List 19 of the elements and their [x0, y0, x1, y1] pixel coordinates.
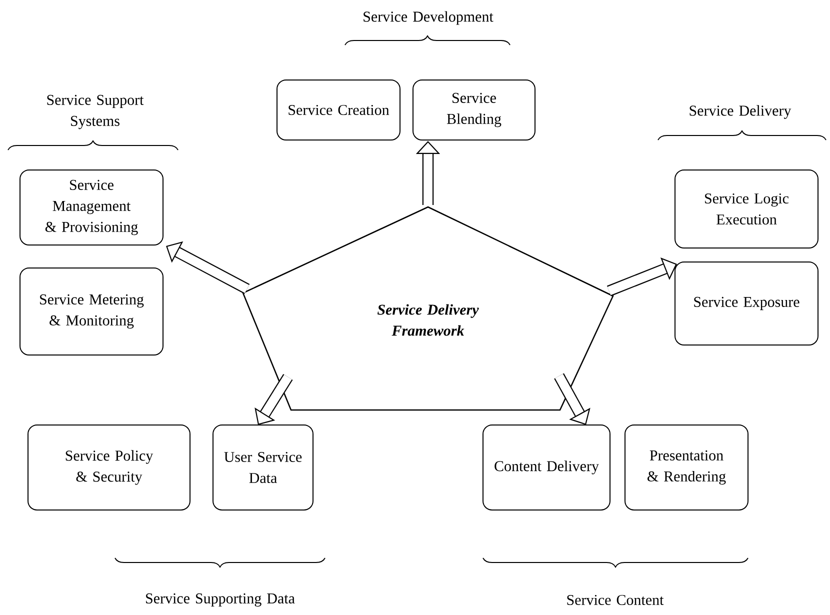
rounded-box: Service Logic Execution [674, 170, 818, 248]
rounded-box: Service Policy & Security [28, 424, 190, 510]
group-heading: Service Support Systems [47, 94, 144, 130]
rounded-box: User Service Data [212, 424, 314, 510]
block-arrow [554, 373, 590, 425]
rounded-box: Service Management & Provisioning [20, 170, 164, 246]
group-heading: Service Supporting Data [146, 593, 295, 607]
rounded-box: Service Exposure [674, 262, 818, 346]
rounded-box: Service Creation [276, 80, 400, 140]
block-arrow [606, 258, 677, 296]
rounded-box: Content Delivery [482, 424, 610, 510]
group-heading: Service Content [567, 594, 664, 606]
block-arrow [254, 374, 293, 425]
rounded-box: Presentation & Rendering [624, 424, 748, 510]
rounded-box: Service Blending [412, 80, 536, 140]
group-heading: Service Delivery [690, 105, 792, 119]
pentagon: Service Delivery Framework [242, 206, 614, 411]
rounded-box: Service Metering & Monitoring [20, 268, 164, 356]
group-heading: Service Development [364, 11, 494, 25]
